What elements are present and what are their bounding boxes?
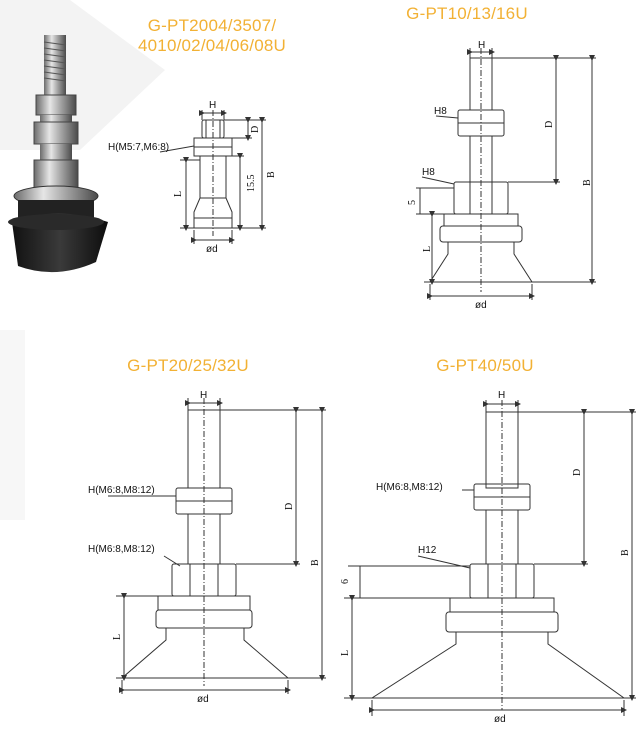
watermark-shape	[0, 0, 165, 150]
dim-d-label: D	[572, 469, 583, 476]
title-pt10: G-PT10/13/16U	[406, 4, 528, 23]
dim-h-label: H	[200, 390, 207, 401]
dim-6-label: 6	[340, 579, 351, 584]
dim-h8-label: H8	[434, 106, 447, 117]
title-pt40: G-PT40/50U	[436, 356, 534, 375]
dim-h12-label: H12	[418, 545, 437, 556]
drawing-pt10	[416, 48, 596, 300]
product-photo	[8, 35, 108, 273]
dim-l-label: L	[340, 650, 351, 656]
dim-155-label: 15.5	[246, 175, 257, 193]
dim-l-label: L	[112, 634, 123, 640]
dim-d-label: D	[250, 126, 261, 133]
dim-b-label: B	[582, 179, 593, 186]
dim-b-label: B	[620, 549, 631, 556]
drawing-pt40	[344, 400, 636, 716]
watermark-shape	[0, 330, 25, 520]
dim-l-label: L	[422, 246, 433, 252]
dim-od-label: ød	[494, 714, 506, 725]
dim-b-label: B	[266, 171, 277, 178]
dim-h-m5m6-label: H(M5:7,M6:8)	[108, 142, 169, 153]
dim-5-label: 5	[407, 200, 418, 205]
dim-od-label: ød	[206, 244, 218, 255]
dim-h-label: H	[209, 100, 216, 111]
title-pt20: G-PT20/25/32U	[127, 356, 249, 375]
dim-l-label: L	[173, 191, 184, 197]
title-pt2004: G-PT2004/3507/ 4010/02/04/06/08U	[137, 16, 287, 55]
dim-d-label: D	[284, 503, 295, 510]
dim-od-label: ød	[475, 300, 487, 311]
drawing-pt2004	[159, 110, 266, 244]
dim-h-m6m8-label: H(M6:8,M8:12)	[88, 544, 155, 555]
dim-h-label: H	[478, 40, 485, 51]
dim-od-label: ød	[197, 694, 209, 705]
dim-h-label: H	[498, 390, 505, 401]
dim-h-m6m8-label: H(M6:8,M8:12)	[376, 482, 443, 493]
dim-d-label: D	[544, 121, 555, 128]
dim-h8-label: H8	[422, 167, 435, 178]
dim-b-label: B	[310, 559, 321, 566]
drawing-pt20	[108, 398, 326, 694]
dim-h-m6m8-label: H(M6:8,M8:12)	[88, 485, 155, 496]
